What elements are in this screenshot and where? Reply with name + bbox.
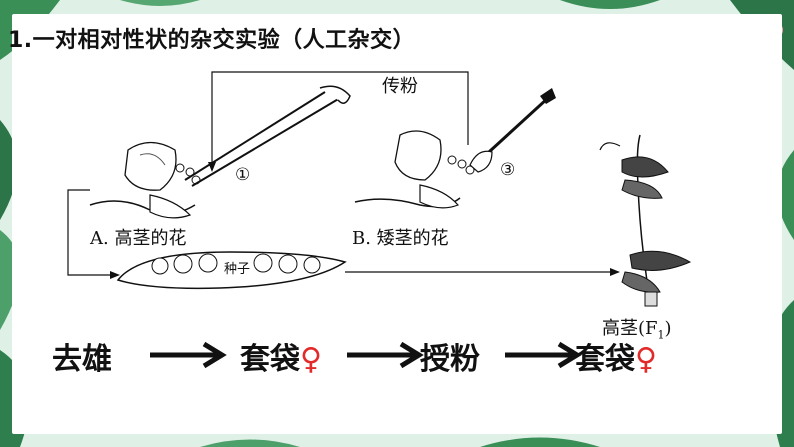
- step-bagging-2: 套袋♀: [575, 334, 657, 378]
- offspring-label-generation: (F: [638, 318, 658, 339]
- step-label: 套袋: [240, 342, 300, 377]
- seed-path: [67, 189, 110, 276]
- step-label: 去雄: [52, 342, 112, 377]
- offspring-label-main: 高茎: [602, 318, 638, 339]
- f1-plant-drawing: [599, 134, 692, 307]
- step-arrow-icon: [505, 341, 582, 369]
- flower-a-label: A. 高茎的花: [90, 228, 187, 249]
- seed-label: 种子: [222, 258, 253, 277]
- content-panel: [12, 14, 782, 434]
- flower-a-drawing: [89, 141, 201, 219]
- tweezers-drawing: [184, 85, 351, 187]
- step-emasculation: 去雄: [52, 334, 112, 378]
- step-label: 授粉: [420, 342, 480, 377]
- step-label: 套袋: [575, 342, 635, 377]
- female-symbol-icon: ♀: [635, 342, 657, 377]
- brush-drawing: [469, 88, 556, 173]
- slide-title: 1.一对相对性状的杂交实验（人工杂交）: [8, 28, 416, 53]
- step-bagging-1: 套袋♀: [240, 334, 322, 378]
- step-pollination: 授粉: [420, 334, 480, 378]
- pollination-path: [211, 71, 469, 162]
- flower-b-drawing: [354, 130, 475, 209]
- offspring-label-index: 1: [657, 328, 665, 342]
- marker-1: ①: [235, 165, 250, 185]
- pollination-label: 传粉: [382, 76, 418, 97]
- step-arrow-icon: [150, 341, 227, 369]
- offspring-label-close: ): [664, 318, 672, 339]
- offspring-label: 高茎(F1): [602, 314, 672, 342]
- marker-3: ③: [500, 160, 515, 180]
- flower-b-label: B. 矮茎的花: [352, 228, 449, 249]
- step-arrow-icon: [347, 341, 424, 369]
- female-symbol-icon: ♀: [300, 342, 322, 377]
